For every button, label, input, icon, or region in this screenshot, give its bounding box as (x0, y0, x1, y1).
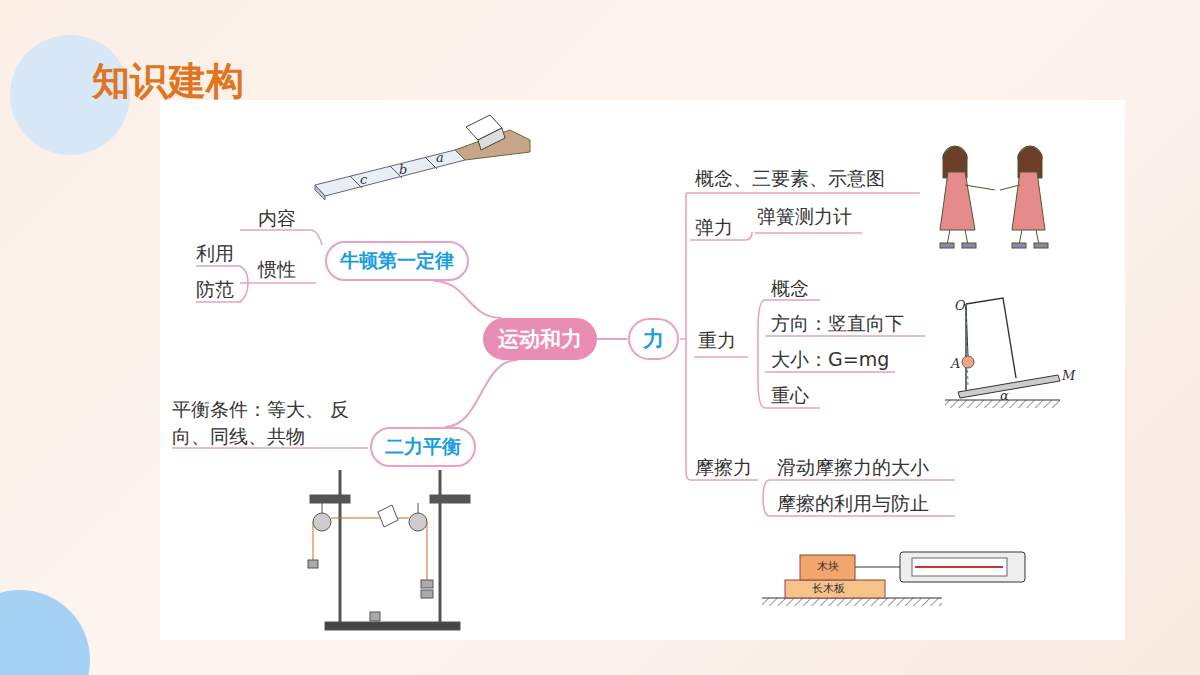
topic-text: 牛顿第一定律 (340, 248, 454, 274)
branch-text: 重力 (698, 328, 736, 353)
topic-text: 力 (643, 325, 664, 353)
figure-label: α (1000, 388, 1009, 405)
branch-text: 内容 (258, 206, 296, 231)
branch-text: 防范 (196, 277, 234, 302)
branch-text: 大小：G=mg (771, 347, 889, 372)
branch-text: 惯性 (258, 257, 296, 282)
branch-lines (172, 193, 955, 516)
branch-text: 利用 (196, 241, 234, 266)
topic-text: 二力平衡 (385, 434, 461, 460)
branch-text: 弹力 (695, 215, 733, 240)
branch-text: 平衡条件：等大、 反向、同线、共物 (172, 396, 372, 449)
topic-pill: 二力平衡 (370, 427, 476, 467)
page-title: 知识建构 (92, 56, 244, 107)
figure-label: O (955, 298, 966, 315)
branch-text: 重心 (771, 383, 809, 408)
topic-pill: 力 (628, 318, 679, 360)
topic-pill: 运动和力 (483, 318, 597, 360)
branch-connector (434, 281, 502, 318)
branch-text: 概念 (771, 276, 809, 301)
pendulum-figure (945, 298, 1060, 408)
branch-text: 弹簧测力计 (757, 204, 852, 229)
branch-text: 概念、三要素、示意图 (695, 166, 885, 191)
branch-text: 方向：竖直向下 (771, 311, 904, 336)
figure-label: A (951, 356, 960, 373)
friction-figure (762, 552, 1025, 606)
figure-label: M (1062, 368, 1075, 385)
figure-label: 长木板 (812, 582, 845, 595)
topic-text: 运动和力 (498, 325, 582, 353)
branch-connector (597, 339, 628, 340)
deco-circle (0, 590, 90, 675)
branch-connector (445, 360, 518, 427)
girls-pushing (940, 146, 1048, 248)
branch-text: 摩擦力 (695, 455, 752, 480)
pulley-stand (308, 470, 470, 630)
ramp-figure (315, 115, 530, 200)
branch-text: 摩擦的利用与防止 (777, 491, 929, 516)
branch-text: 滑动摩擦力的大小 (777, 455, 929, 480)
figure-label: b (399, 162, 407, 179)
figure-label: c (360, 172, 367, 189)
figure-label: a (436, 150, 444, 167)
figure-label: 木块 (817, 560, 839, 573)
topic-pill: 牛顿第一定律 (325, 241, 469, 281)
